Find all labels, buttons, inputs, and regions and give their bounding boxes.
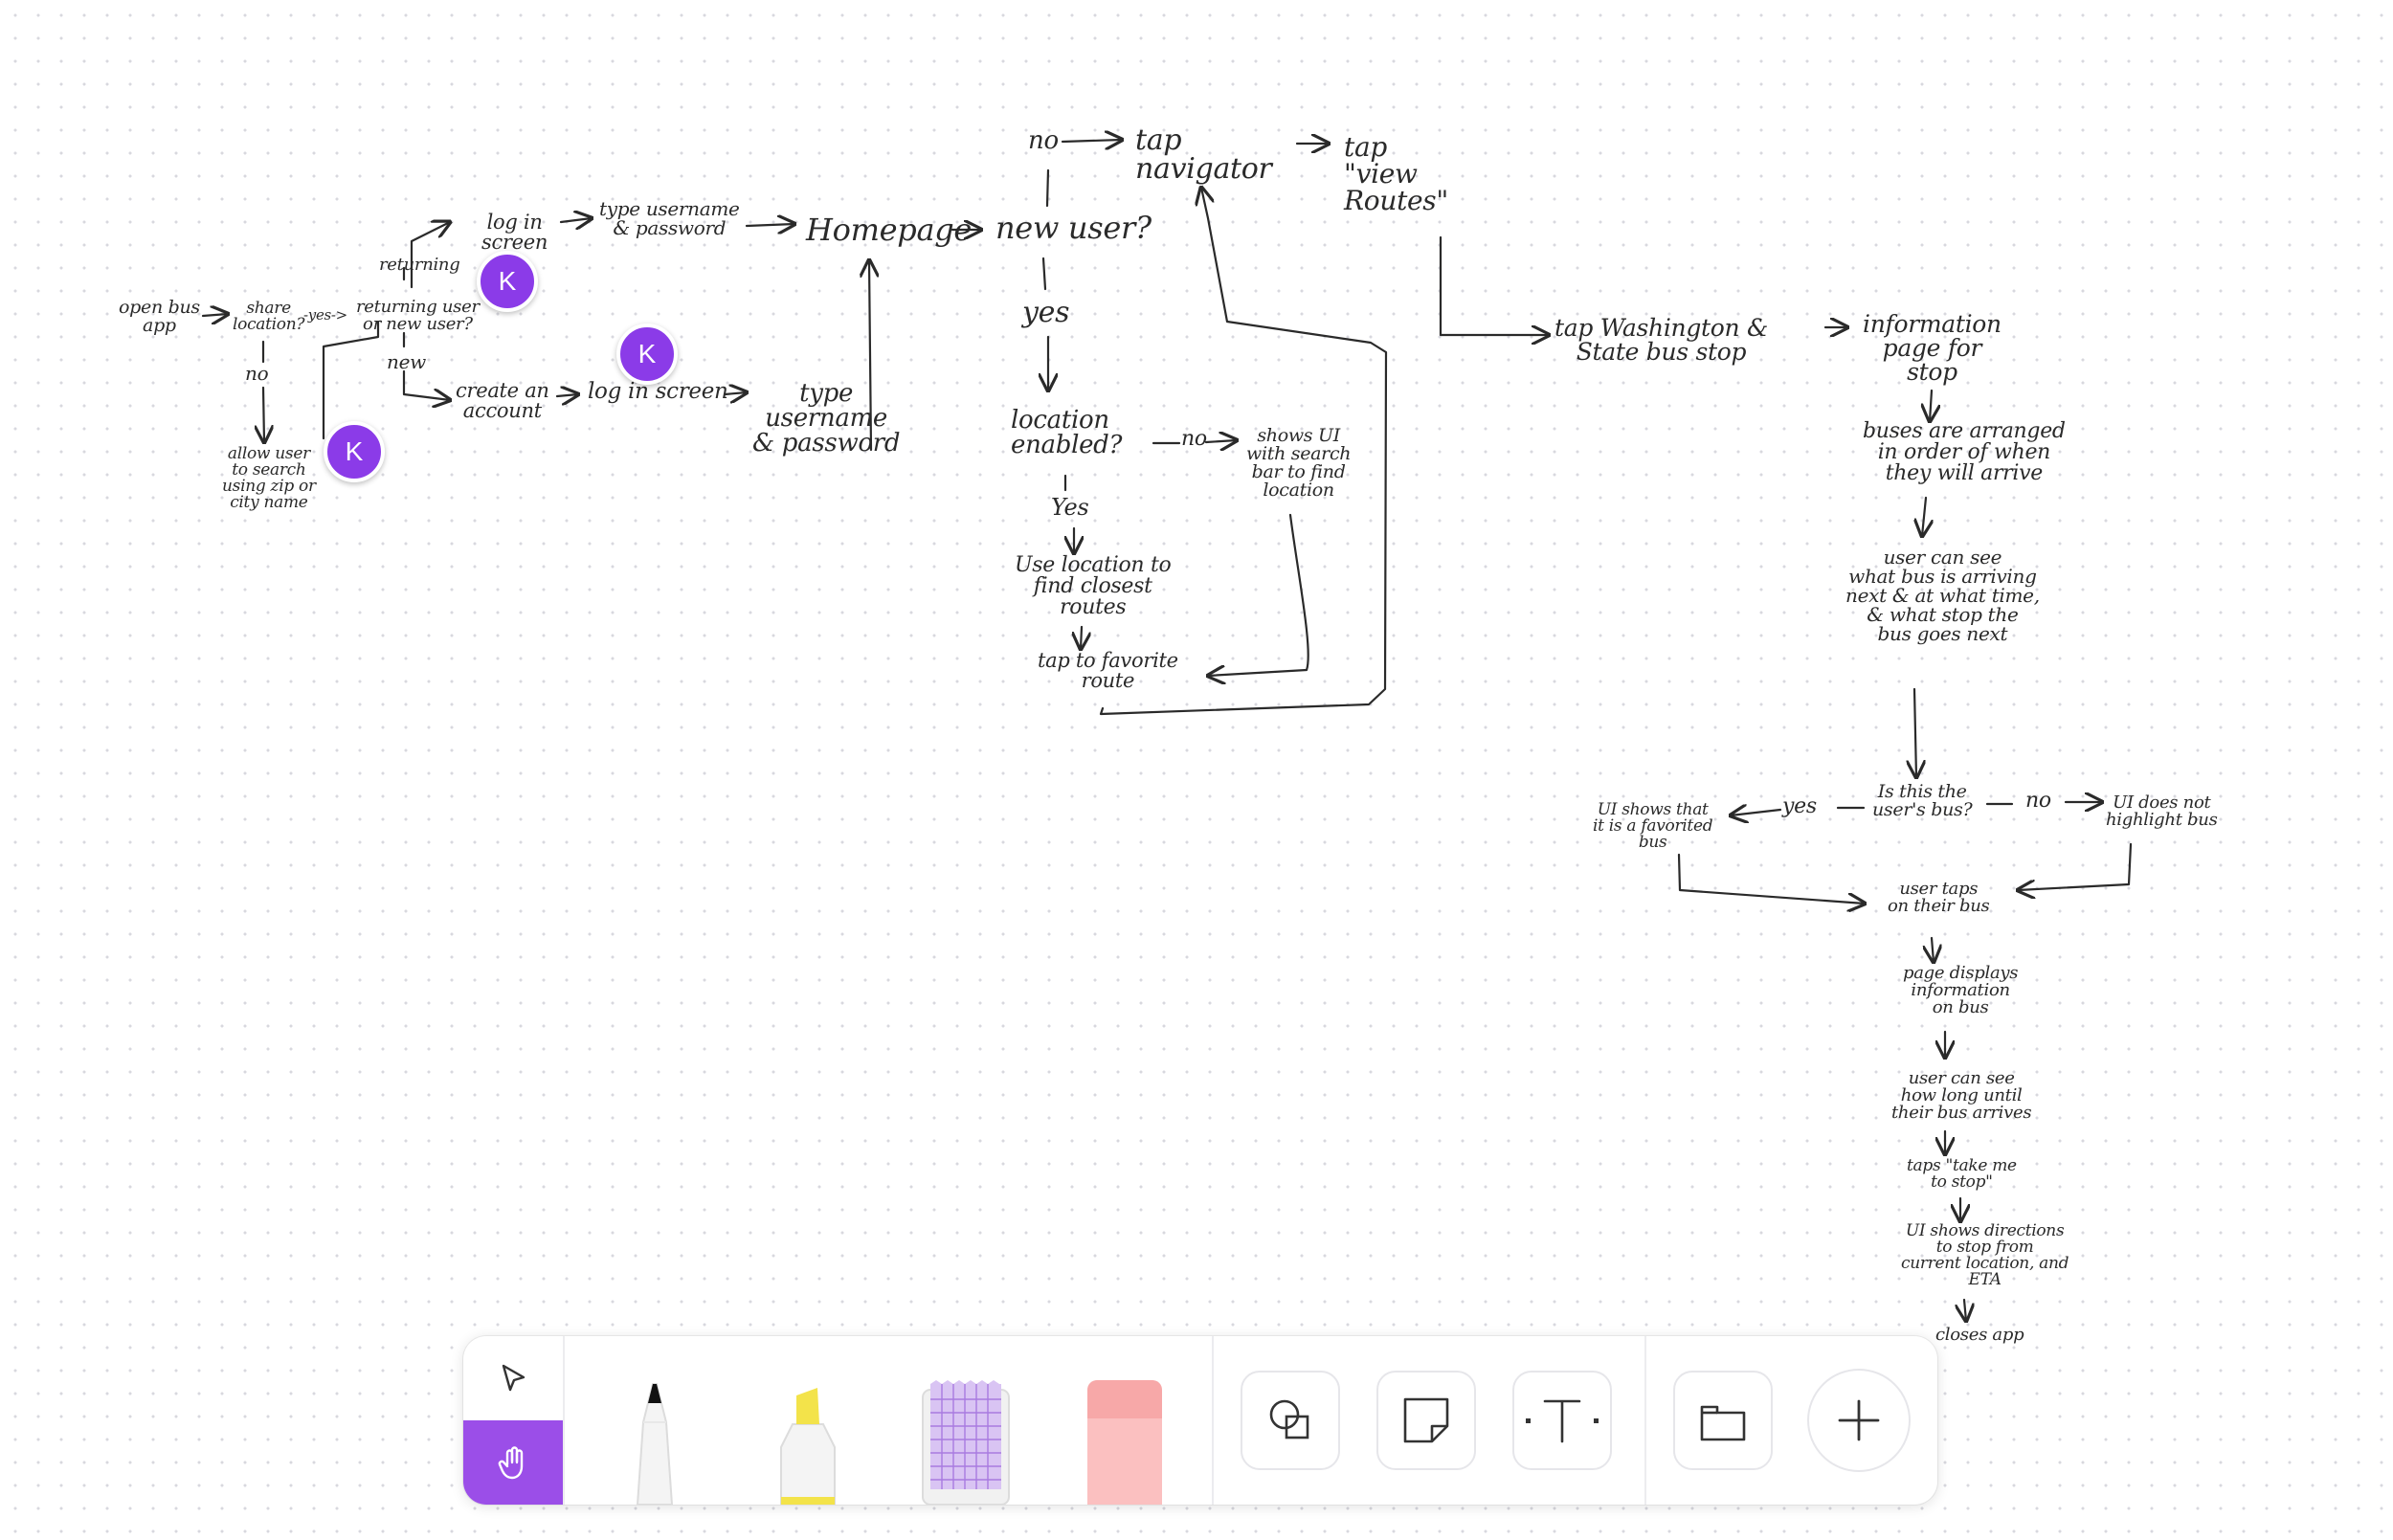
node-ui-does-not-highlight[interactable]: UI does not highlight bus (2106, 792, 2218, 830)
node-allow-search[interactable]: allow user to search using zip or city n… (222, 444, 316, 512)
toolbar-divider (1644, 1336, 1646, 1505)
hand-icon (498, 1446, 524, 1480)
label-no-new-user: no (1028, 126, 1059, 155)
node-log-in-screen-top[interactable]: log in screen (481, 211, 548, 254)
node-location-enabled[interactable]: location enabled? (1011, 406, 1123, 459)
text-icon (1526, 1399, 1599, 1443)
shapes-tool[interactable] (1241, 1371, 1340, 1470)
label-yes-users-bus: yes (1782, 794, 1817, 818)
node-buses-arranged[interactable]: buses are arranged in order of when they… (1863, 419, 2066, 485)
washi-tape-icon (922, 1380, 1010, 1505)
label-yes: -yes-> (303, 306, 347, 324)
frame-icon (1700, 1405, 1746, 1441)
node-ui-shows-directions[interactable]: UI shows directions to stop from current… (1901, 1221, 2069, 1289)
label-returning: returning (379, 255, 460, 275)
node-user-can-see-next[interactable]: user can see what bus is arriving next &… (1845, 546, 2040, 645)
node-type-username-password-top[interactable]: type username & password (599, 197, 740, 239)
frame-tool[interactable] (1673, 1371, 1773, 1470)
hand-tool[interactable] (463, 1420, 563, 1505)
collaborator-avatar[interactable]: K (324, 421, 385, 482)
pen-tool[interactable] (609, 1365, 701, 1505)
node-information-page[interactable]: information page for stop (1863, 310, 2002, 386)
label-new: new (387, 350, 426, 373)
node-create-account[interactable]: create an account (456, 379, 549, 422)
washi-tape-tool[interactable] (913, 1380, 1018, 1505)
node-tap-view-routes[interactable]: tap "view Routes" (1344, 131, 1448, 216)
node-homepage[interactable]: Homepage (806, 212, 973, 248)
drawing-toolbar (463, 1336, 1937, 1505)
label-no-share: no (245, 362, 269, 385)
highlighter-icon (780, 1388, 836, 1505)
label-yes-location: Yes (1051, 494, 1089, 521)
node-new-user[interactable]: new user? (995, 210, 1152, 246)
eraser-icon (1087, 1380, 1162, 1505)
node-tap-to-favorite[interactable]: tap to favorite route (1038, 649, 1178, 692)
text-tool[interactable] (1512, 1371, 1612, 1470)
node-type-username-password-bottom[interactable]: type username & password (752, 379, 901, 458)
select-tool[interactable] (463, 1336, 563, 1420)
collaborator-avatar[interactable]: K (477, 251, 538, 312)
toolbar-divider (563, 1336, 565, 1505)
node-share-location[interactable]: share location? (233, 299, 305, 334)
label-no-location: no (1181, 427, 1207, 451)
node-log-in-screen-bottom[interactable]: log in screen (588, 379, 728, 404)
sticky-note-icon (1403, 1397, 1449, 1443)
sticky-note-tool[interactable] (1376, 1371, 1476, 1470)
node-open-bus-app[interactable]: open bus app (119, 297, 200, 336)
node-user-taps-bus[interactable]: user taps on their bus (1888, 879, 1990, 916)
toolbar-divider (1212, 1336, 1214, 1505)
node-taps-take-me-to-stop[interactable]: taps "take me to stop" (1907, 1156, 2017, 1192)
label-yes-new-user: yes (1022, 296, 1070, 329)
collaborator-avatar[interactable]: K (616, 324, 678, 385)
node-ui-shows-favorited[interactable]: UI shows that it is a favorited bus (1593, 800, 1713, 852)
node-page-displays-info[interactable]: page displays information on bus (1903, 963, 2019, 1017)
shapes-icon (1269, 1399, 1309, 1440)
node-tap-washington-state[interactable]: tap Washington & State bus stop (1554, 314, 1768, 366)
node-shows-ui-search[interactable]: shows UI with search bar to find locatio… (1246, 425, 1352, 501)
pen-icon (636, 1383, 674, 1505)
add-button[interactable] (1807, 1369, 1911, 1472)
eraser-tool[interactable] (1082, 1380, 1168, 1505)
node-returning-or-new-user[interactable]: returning user or new user? (356, 297, 480, 334)
node-is-users-bus[interactable]: Is this the user's bus? (1872, 781, 1973, 820)
plus-icon (1838, 1399, 1880, 1441)
node-user-can-see-how-long[interactable]: user can see how long until their bus ar… (1891, 1068, 2032, 1123)
node-tap-navigator[interactable]: tap navigator (1135, 123, 1272, 186)
label-no-users-bus: no (2025, 789, 2051, 813)
highlighter-tool[interactable] (760, 1380, 856, 1505)
node-closes-app[interactable]: closes app (1935, 1325, 2024, 1345)
node-use-location[interactable]: Use location to find closest routes (1015, 553, 1172, 619)
cursor-arrow-icon (502, 1364, 526, 1392)
